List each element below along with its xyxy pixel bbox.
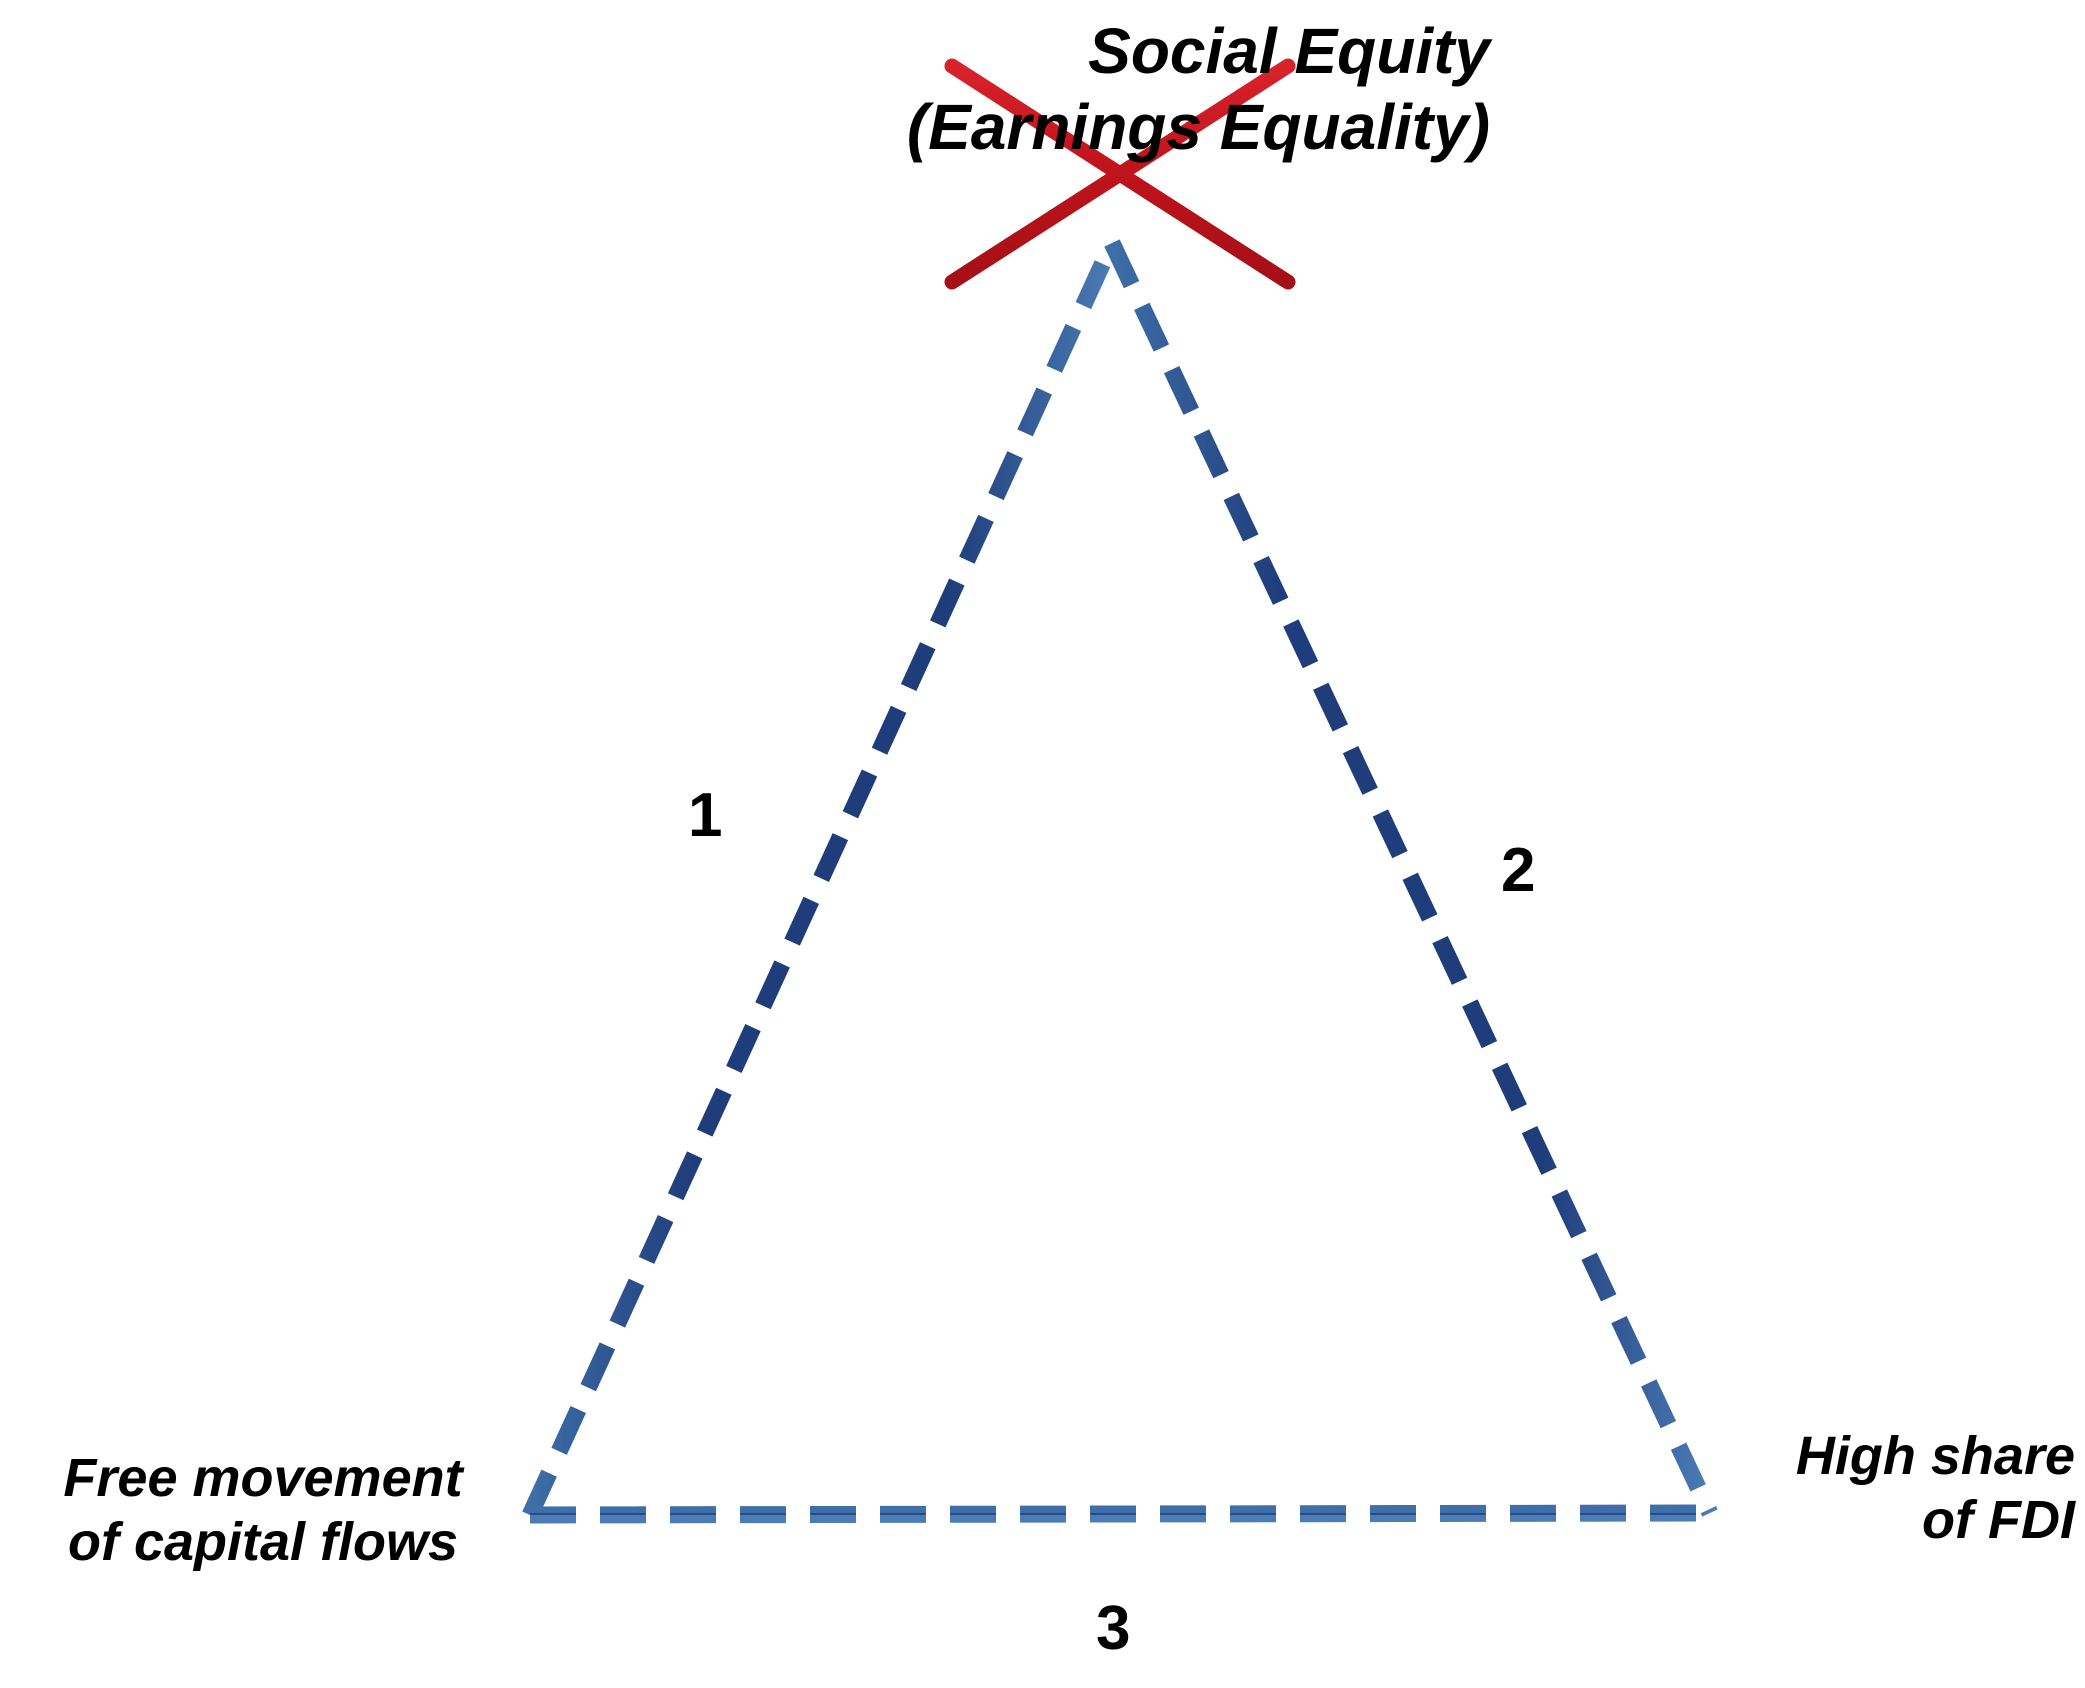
right-label-line-1: High share: [1795, 1426, 2075, 1486]
apex-label-line-1: Social Equity: [1088, 15, 1490, 87]
apex-label-line-2: (Earnings Equality): [906, 90, 1490, 163]
triangle-edge-bottom: [529, 1504, 1711, 1524]
vertex-label-free-movement-of-capital-flows: Free movement of capital flows: [18, 1447, 508, 1574]
red-cross-out-icon: [944, 58, 1296, 290]
cross-stroke-up: [944, 58, 1296, 290]
right-label-line-2: of FDI: [1922, 1489, 2075, 1550]
left-label-line-2: of capital flows: [67, 1511, 459, 1572]
triangle-edge-left: [522, 239, 1120, 1519]
edge-number-left: 1: [688, 781, 723, 850]
vertex-label-social-equity: Social Equity (Earnings Equality): [0, 14, 1490, 165]
left-label-line-1: Free movement: [63, 1448, 463, 1508]
vertex-label-high-share-of-fdi: High share of FDI: [1745, 1425, 2075, 1552]
edge-number-bottom: 3: [1096, 1594, 1131, 1663]
edge-number-right: 2: [1501, 836, 1536, 905]
triangle-edge-right: [1104, 239, 1718, 1517]
